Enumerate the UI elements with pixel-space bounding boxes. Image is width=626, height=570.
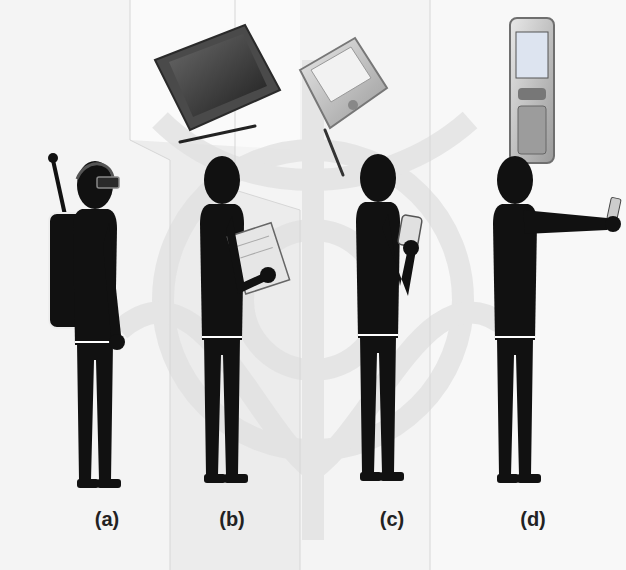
torso	[356, 202, 400, 338]
pda-button	[348, 100, 358, 110]
hand	[260, 267, 276, 283]
foot	[77, 479, 99, 488]
panel-label: (d)	[520, 508, 546, 531]
panel-divider	[430, 0, 431, 570]
pda-body	[300, 38, 387, 128]
antenna-tip	[48, 153, 58, 163]
pda-device	[300, 38, 387, 175]
phone-body	[510, 18, 554, 163]
foot	[497, 474, 519, 483]
person-silhouette	[200, 156, 290, 483]
person-silhouette	[48, 153, 125, 488]
phone-keys	[518, 88, 546, 100]
tablet-body	[155, 25, 280, 130]
phone-keypad	[518, 106, 546, 154]
tablet-line	[237, 236, 269, 247]
foot	[360, 472, 382, 481]
stylus	[180, 126, 255, 142]
watermark-swirl	[302, 60, 324, 540]
arm	[103, 223, 121, 337]
pda-screen	[311, 47, 371, 102]
hand	[605, 216, 621, 232]
head	[204, 156, 240, 204]
belt	[202, 336, 242, 338]
head-mounted-display	[97, 177, 119, 188]
panel-label: (c)	[380, 508, 404, 531]
person-silhouette	[356, 154, 422, 481]
phone-device	[510, 18, 554, 163]
arm	[226, 216, 268, 294]
legs	[204, 338, 240, 475]
panel-divider	[130, 0, 170, 570]
belt	[358, 334, 398, 336]
legs	[497, 338, 533, 475]
head	[360, 154, 396, 202]
foot	[97, 479, 121, 488]
tablet-device	[155, 25, 280, 142]
tablet-screen	[169, 34, 267, 117]
foot	[204, 474, 226, 483]
arm	[523, 210, 607, 234]
head	[497, 156, 533, 204]
belt	[495, 336, 535, 338]
tablet-line	[240, 247, 272, 258]
legs	[77, 343, 113, 480]
panel-label: (a)	[95, 508, 119, 531]
watermark	[120, 60, 510, 540]
phone-screen	[516, 32, 548, 78]
hand	[403, 240, 419, 256]
hand	[109, 334, 125, 350]
foot	[380, 472, 404, 481]
antenna	[53, 160, 65, 215]
foot	[517, 474, 541, 483]
legs	[360, 336, 396, 473]
person-silhouette	[493, 156, 621, 483]
stylus	[325, 130, 343, 175]
panel-label: (b)	[219, 508, 245, 531]
foot	[224, 474, 248, 483]
